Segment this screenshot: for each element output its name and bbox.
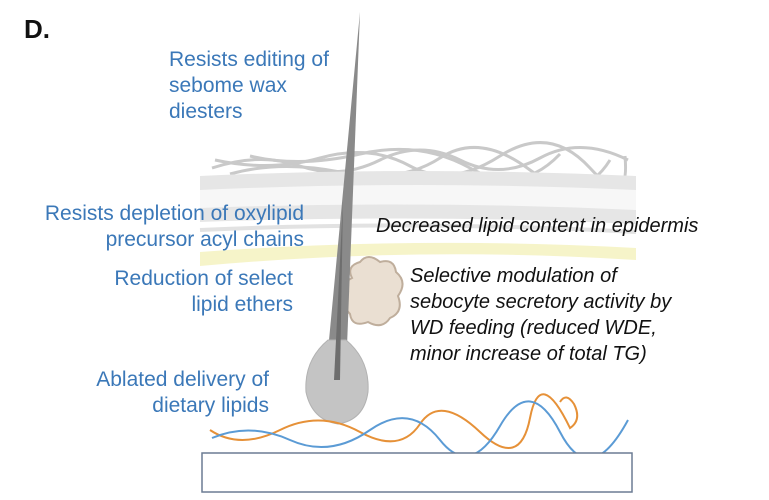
- dietary-lipids-label: Ablated delivery of dietary lipids: [96, 367, 269, 419]
- lipid-band: [200, 242, 636, 266]
- basal-line: [199, 223, 637, 234]
- wax-diesters-line1: Resists editing of: [169, 48, 329, 71]
- panel-label: D.: [24, 14, 50, 44]
- wax-diesters-label: Resists editing of sebome wax diesters: [169, 47, 329, 125]
- hair-shaft: [326, 12, 360, 372]
- wax-diesters-line2: sebome wax: [169, 74, 287, 97]
- oxylipid-label: Resists depletion of oxylipid precursor …: [45, 201, 304, 253]
- wax-diesters-line3: diesters: [169, 100, 243, 123]
- dietary-lipids-line2: dietary lipids: [152, 394, 269, 417]
- sebaceous-gland: [343, 256, 404, 327]
- epidermis-inner-band: [200, 185, 636, 210]
- oxylipid-line1: Resists depletion of oxylipid: [44, 202, 304, 225]
- blood-vessel-orange: [209, 393, 579, 449]
- dietary-lipids-line1: Ablated delivery of: [96, 368, 269, 391]
- lipid-ethers-line2: lipid ethers: [191, 293, 293, 316]
- oxylipid-line2: precursor acyl chains: [105, 228, 304, 251]
- lipid-ethers-label: Reduction of select lipid ethers: [114, 266, 293, 318]
- sebocyte-label: Selective modulation of sebocyte secreto…: [410, 263, 671, 367]
- hair-shaft-inner: [334, 200, 343, 380]
- lipid-ethers-line1: Reduction of select: [114, 267, 293, 290]
- sebocyte-line2: sebocyte secretory activity by: [410, 291, 672, 313]
- sebocyte-line3: WD feeding (reduced WDE,: [410, 317, 657, 339]
- blood-vessel-blue: [211, 400, 629, 460]
- subcutaneous-layer: [201, 452, 633, 493]
- sebocyte-line1: Selective modulation of: [410, 265, 617, 287]
- sebocyte-line4: minor increase of total TG): [410, 343, 647, 365]
- epidermis-lipid-label: Decreased lipid content in epidermis: [376, 215, 699, 237]
